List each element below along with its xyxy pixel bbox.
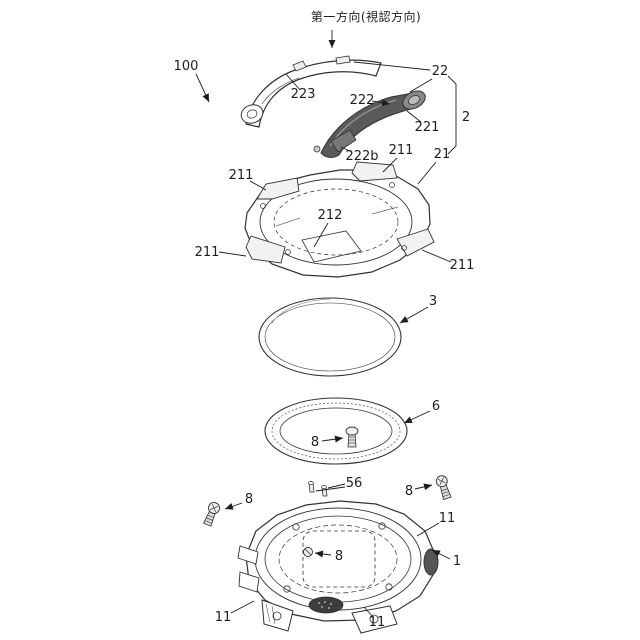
leader-221	[406, 110, 422, 123]
ref-label-22: 22	[432, 64, 449, 79]
leader-211-mr	[421, 249, 452, 263]
screw-left	[202, 502, 220, 527]
leader-211-tr	[382, 157, 398, 173]
leader-8-right	[414, 483, 433, 491]
leader-222b	[340, 146, 353, 153]
pusher-block-211-nw	[256, 177, 300, 200]
speaker-grille	[308, 596, 344, 614]
leader-100	[195, 73, 210, 103]
gasket-ring-part-6	[264, 397, 408, 465]
pusher-block-211-ne	[351, 161, 398, 182]
leader-1	[431, 549, 451, 560]
ref-label-211-mid-left: 211	[195, 245, 220, 260]
reference-labels: 第一方向(視認方向) 100 22 223 222 221 2 222b 21 …	[174, 9, 475, 630]
leader-lines	[195, 30, 457, 618]
side-button	[423, 548, 439, 576]
ref-label-211-mid-right: 211	[450, 258, 475, 273]
leader-8-left	[224, 502, 243, 510]
screw-right	[435, 475, 452, 501]
leader-211-tl	[249, 180, 267, 191]
leader-223	[285, 73, 301, 91]
lug-11-right	[351, 605, 398, 634]
ref-label-11-right: 11	[439, 511, 456, 526]
top-case-part-21	[244, 161, 435, 278]
glass-crystal-part-3	[258, 297, 402, 377]
ref-label-211-top-right: 211	[389, 143, 414, 158]
ref-label-2: 2	[462, 110, 470, 125]
band-piece-222b	[330, 129, 357, 153]
leader-8-gasket	[321, 435, 344, 443]
ref-label-11-bottom-right: 11	[369, 615, 386, 630]
pin-parts-56	[308, 481, 328, 497]
ref-label-211-top-left: 211	[229, 168, 254, 183]
screw-on-gasket	[345, 426, 359, 448]
ref-label-8-left: 8	[245, 492, 253, 507]
ref-label-3: 3	[429, 294, 437, 309]
leader-22-b	[409, 78, 433, 93]
ref-label-8-case: 8	[335, 549, 343, 564]
leader-211-ml	[218, 251, 247, 257]
leader-22-a	[353, 61, 431, 71]
leader-212	[313, 222, 329, 248]
ref-label-212: 212	[318, 208, 343, 223]
leader-8-case	[314, 550, 332, 558]
case-body-part-1	[237, 500, 439, 634]
ref-label-8-right: 8	[405, 484, 413, 499]
ref-label-100: 100	[174, 59, 199, 74]
ref-label-11-bottom-left: 11	[215, 610, 232, 625]
leader-56-b	[315, 486, 346, 492]
leader-11-right	[416, 522, 440, 537]
leader-222	[371, 99, 391, 107]
ref-label-221: 221	[415, 120, 440, 135]
lug-11-left	[261, 599, 294, 632]
leader-6	[403, 410, 431, 424]
leader-11-br	[363, 606, 374, 618]
bezel-band-part-221-222	[313, 90, 426, 158]
ref-label-6: 6	[432, 399, 440, 414]
ref-label-21: 21	[434, 147, 451, 162]
case-opening-212	[301, 230, 362, 263]
bezel-band-part-223	[240, 55, 382, 128]
view-direction-title: 第一方向(視認方向)	[311, 9, 421, 24]
leader-3	[399, 306, 429, 324]
leader-11-bl	[230, 600, 255, 614]
pusher-block-211-w	[245, 235, 286, 264]
ref-label-222: 222	[350, 93, 375, 108]
leader-21	[417, 161, 437, 185]
ref-label-222b: 222b	[345, 149, 378, 164]
leader-56-a	[327, 483, 346, 489]
ref-label-1: 1	[453, 554, 461, 569]
bracket-2	[447, 75, 457, 155]
ref-label-8-gasket: 8	[311, 435, 319, 450]
ref-label-56: 56	[346, 476, 363, 491]
ref-label-223: 223	[291, 87, 316, 102]
